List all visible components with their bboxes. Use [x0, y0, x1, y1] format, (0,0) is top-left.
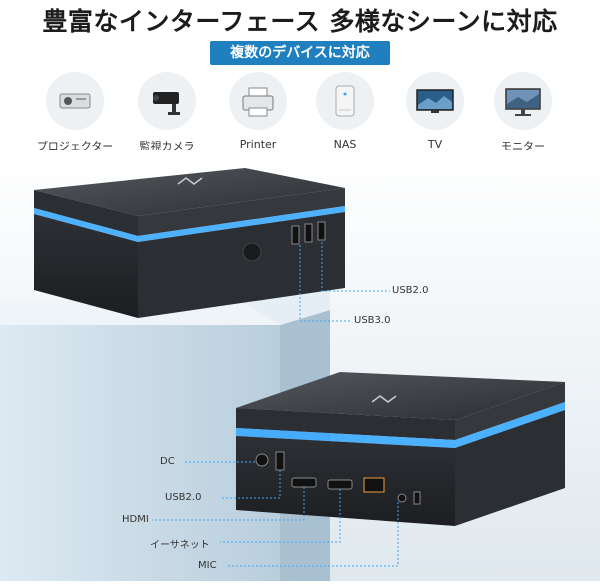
- projector-icon: [46, 72, 104, 130]
- compatibility-badge: 複数のデバイスに対応: [210, 41, 390, 65]
- monitor-icon: [494, 72, 552, 130]
- product-illustration: [0, 150, 600, 581]
- device-label: 監視カメラ: [139, 140, 195, 153]
- callout-mic: MIC: [198, 560, 217, 571]
- device-camera: 監視カメラ: [122, 72, 212, 154]
- top-callout-lines: [299, 242, 390, 322]
- callout-usb30-top: USB3.0: [354, 315, 391, 326]
- callout-ethernet: イーサネット: [150, 540, 210, 551]
- callout-hdmi: HDMI: [122, 514, 149, 525]
- product-scene: USB2.0 USB3.0 DC USB2.0 HDMI イーサネット MIC: [0, 150, 600, 581]
- device-label: Printer: [239, 138, 277, 151]
- device-label: プロジェクター: [36, 140, 114, 153]
- mini-pc-top: [34, 168, 345, 318]
- device-tv: TV: [390, 72, 480, 151]
- nas-icon: [316, 72, 374, 130]
- callout-usb20-bottom: USB2.0: [165, 492, 202, 503]
- mini-pc-bottom: [236, 372, 565, 526]
- device-projector: プロジェクター: [30, 72, 120, 154]
- printer-icon: [229, 72, 287, 130]
- device-printer: Printer: [213, 72, 303, 151]
- device-label: TV: [427, 138, 443, 151]
- device-monitor: モニター: [478, 72, 568, 154]
- callout-dc: DC: [160, 456, 175, 467]
- device-label: モニター: [501, 140, 545, 153]
- page-title: 豊富なインターフェース 多様なシーンに対応: [42, 7, 558, 36]
- device-label: NAS: [333, 138, 357, 151]
- security-camera-icon: [138, 72, 196, 130]
- bottom-callout-lines: [152, 461, 399, 567]
- tv-icon: [406, 72, 464, 130]
- device-nas: NAS: [300, 72, 390, 151]
- callout-usb20-top: USB2.0: [392, 285, 429, 296]
